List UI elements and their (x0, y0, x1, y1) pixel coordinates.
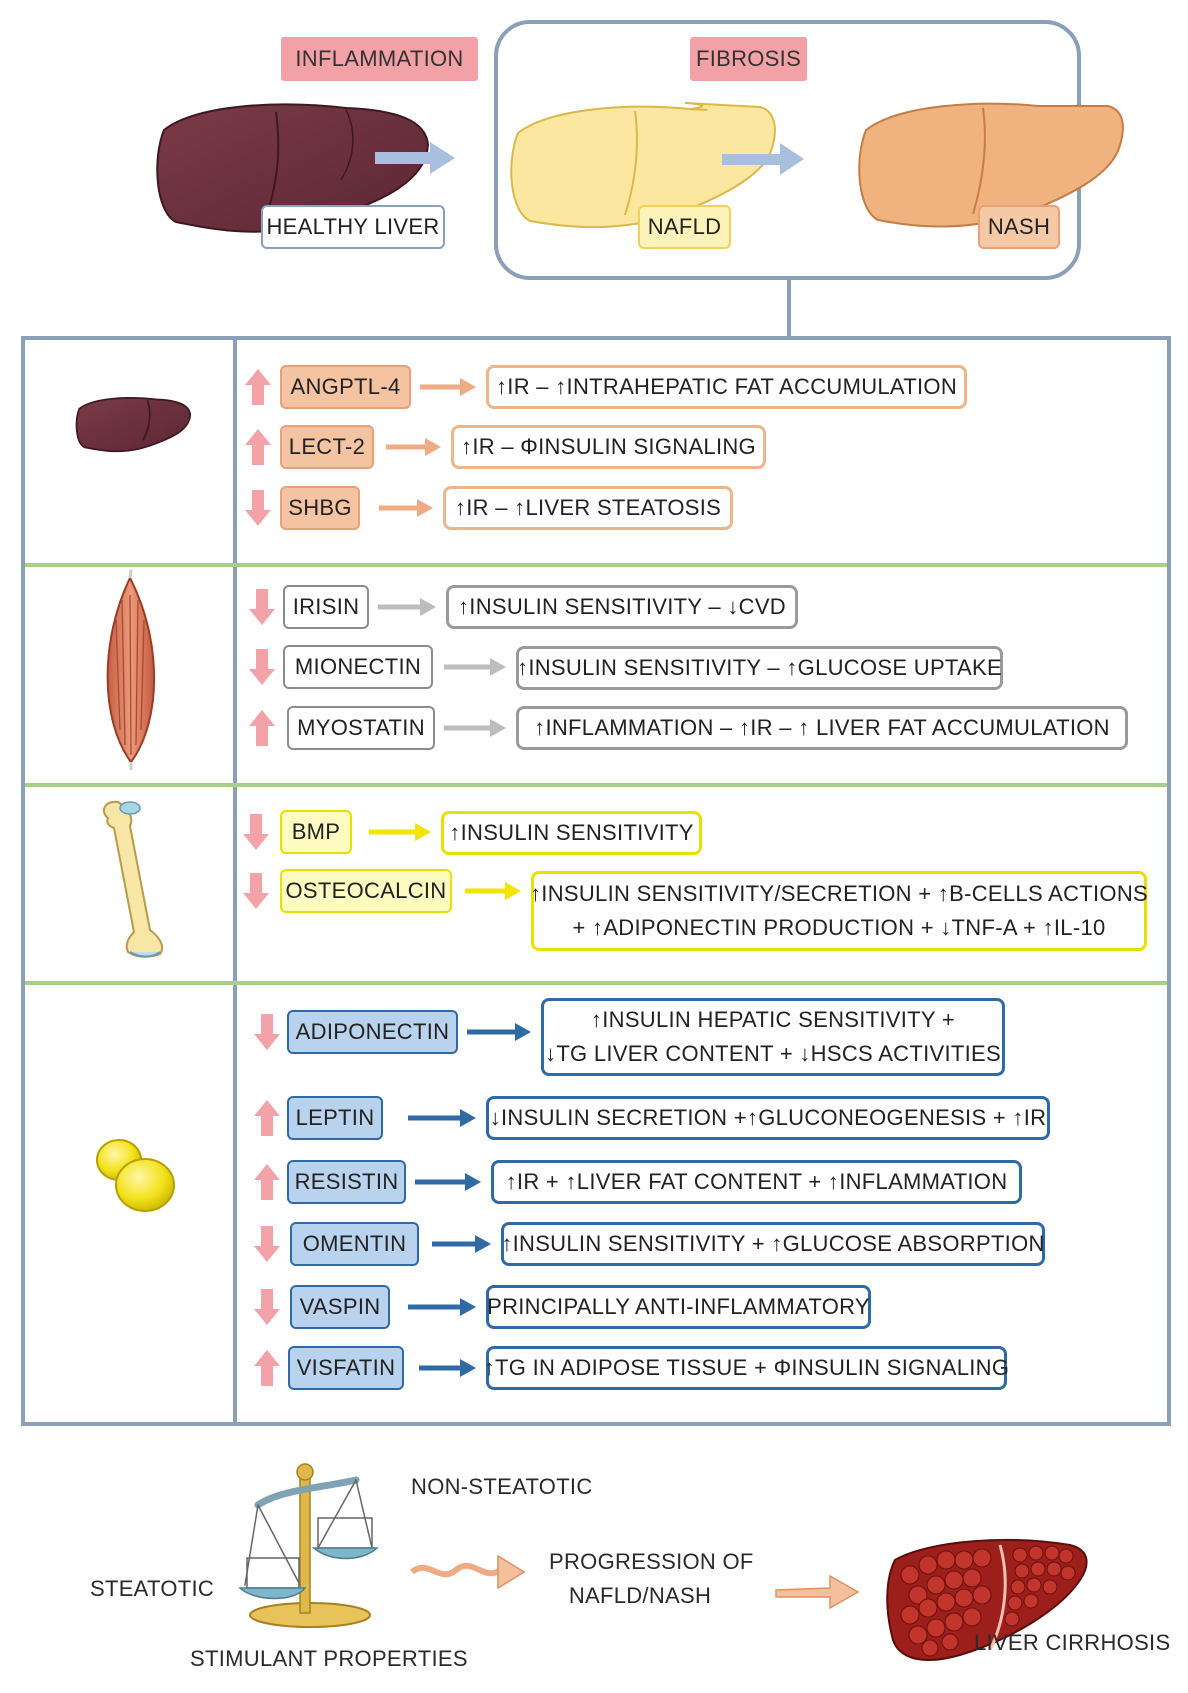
effect-box: ↑INSULIN SENSITIVITY – ↑GLUCOSE UPTAKE (516, 646, 1003, 690)
effect-box: ↑INSULIN SENSITIVITY – ↓CVD (446, 585, 798, 629)
effect-pointer-arrow (419, 1359, 476, 1377)
osteokine-pill: OSTEOCALCIN (280, 869, 452, 913)
effect-pointer-arrow (386, 438, 441, 456)
effect-pointer-arrow (444, 658, 506, 676)
effect-pointer-arrow (432, 1235, 491, 1253)
effect-box: ↑INSULIN SENSITIVITY (441, 811, 702, 855)
nash-label: NASH (978, 205, 1060, 249)
non-steatotic-label: NON-STEATOTIC (411, 1474, 593, 1499)
effect-pointer-arrow (465, 882, 521, 900)
effect-pointer-arrow (378, 598, 436, 616)
inflammation-label: INFLAMMATION (281, 37, 478, 81)
effect-box: ↑IR – ↑INTRAHEPATIC FAT ACCUMULATION (486, 365, 967, 409)
effect-box: ↑INSULIN SENSITIVITY/SECRETION + ↑B-CELL… (530, 871, 1149, 951)
increase-arrow-icon (254, 1350, 280, 1386)
myokine-pill: MYOSTATIN (287, 706, 435, 750)
adipokine-pill: RESISTIN (287, 1160, 406, 1204)
myokine-pill: MIONECTIN (283, 645, 433, 689)
effect-box: ↑IR + ↑LIVER FAT CONTENT + ↑INFLAMMATION (491, 1160, 1022, 1204)
effect-line: + ↑ADIPONECTIN PRODUCTION + ↓TNF-A + ↑IL… (572, 915, 1106, 940)
effect-line: ↑INSULIN HEPATIC SENSITIVITY + (590, 1007, 956, 1032)
effect-box: ↑TG IN ADIPOSE TISSUE + ΦINSULIN SIGNALI… (484, 1346, 1009, 1390)
effect-pointer-arrow (369, 823, 431, 841)
stimulant-properties-label: STIMULANT PROPERTIES (190, 1646, 468, 1671)
effect-box: ↓INSULIN SECRETION +↑GLUCONEOGENESIS + ↑… (486, 1096, 1050, 1140)
adipokine-pill: OMENTIN (290, 1222, 419, 1266)
bone-icon (102, 800, 164, 958)
decrease-arrow-icon (243, 814, 269, 850)
nafld-liver-icon (510, 102, 776, 229)
increase-arrow-icon (254, 1100, 280, 1136)
effect-pointer-arrow (408, 1109, 476, 1127)
progression-label: PROGRESSION OF NAFLD/NASH (549, 1549, 754, 1609)
decrease-arrow-icon (254, 1289, 280, 1325)
liver-organ-icon (75, 397, 192, 453)
effect-line: ↓TG LIVER CONTENT + ↓HSCS ACTIVITIES (545, 1041, 1001, 1066)
adipokine-pill: ADIPONECTIN (287, 1010, 458, 1054)
effect-box: ↑INFLAMMATION – ↑IR – ↑ LIVER FAT ACCUMU… (516, 706, 1128, 750)
increase-arrow-icon (245, 369, 271, 405)
effect-box: PRINCIPALLY ANTI-INFLAMMATORY (486, 1285, 871, 1329)
adipokine-pill: LEPTIN (287, 1096, 383, 1140)
decrease-arrow-icon (249, 589, 275, 625)
effect-pointer-arrow (408, 1298, 476, 1316)
steatotic-label: STEATOTIC (90, 1576, 215, 1601)
decrease-arrow-icon (245, 490, 271, 526)
healthy-liver-label: HEALTHY LIVER (261, 205, 445, 249)
adipokine-pill: LECT-2 (280, 425, 374, 469)
adipokine-pill: VASPIN (290, 1285, 390, 1329)
arrow-nafld-to-nash (722, 143, 804, 175)
main-table-frame (21, 336, 1171, 1426)
effect-pointer-arrow (420, 378, 476, 396)
adipokine-pill: ANGPTL-4 (280, 365, 411, 409)
myokine-pill: IRISIN (283, 585, 369, 629)
effect-box: ↑IR – ΦINSULIN SIGNALING (451, 425, 766, 469)
nash-liver-icon (858, 102, 1124, 228)
balance-scale-icon (238, 1463, 379, 1628)
decrease-arrow-icon (254, 1226, 280, 1262)
arrow-healthy-to-nafld (375, 142, 455, 174)
effect-line: ↑INSULIN SENSITIVITY/SECRETION + ↑B-CELL… (530, 881, 1149, 906)
fibrosis-label: FIBROSIS (690, 37, 807, 81)
adipose-icon (96, 1139, 175, 1212)
effect-box: ↑INSULIN SENSITIVITY + ↑GLUCOSE ABSORPTI… (501, 1222, 1045, 1266)
effect-pointer-arrow (415, 1173, 481, 1191)
effect-pointer-arrow (444, 719, 506, 737)
osteokine-pill: BMP (280, 810, 352, 854)
decrease-arrow-icon (254, 1014, 280, 1050)
adipokine-pill: VISFATIN (288, 1346, 404, 1390)
effect-box: ↑IR – ↑LIVER STEATOSIS (443, 486, 733, 530)
adipokine-pill: SHBG (280, 486, 360, 530)
nafld-label: NAFLD (638, 205, 731, 249)
effect-pointer-arrow (467, 1023, 531, 1041)
muscle-icon (106, 569, 156, 770)
effect-pointer-arrow (379, 499, 433, 517)
progression-line: PROGRESSION OF (549, 1549, 754, 1574)
progression-line: NAFLD/NASH (568, 1583, 712, 1608)
decrease-arrow-icon (243, 873, 269, 909)
effect-box: ↑INSULIN HEPATIC SENSITIVITY + ↓TG LIVER… (541, 998, 1005, 1076)
arrow-to-cirrhosis (775, 1574, 860, 1610)
increase-arrow-icon (254, 1164, 280, 1200)
increase-arrow-icon (245, 429, 271, 465)
wavy-arrow (410, 1554, 526, 1590)
decrease-arrow-icon (249, 649, 275, 685)
liver-cirrhosis-label: LIVER CIRRHOSIS (974, 1630, 1171, 1655)
increase-arrow-icon (249, 710, 275, 746)
cirrhotic-liver-icon (886, 1539, 1088, 1661)
